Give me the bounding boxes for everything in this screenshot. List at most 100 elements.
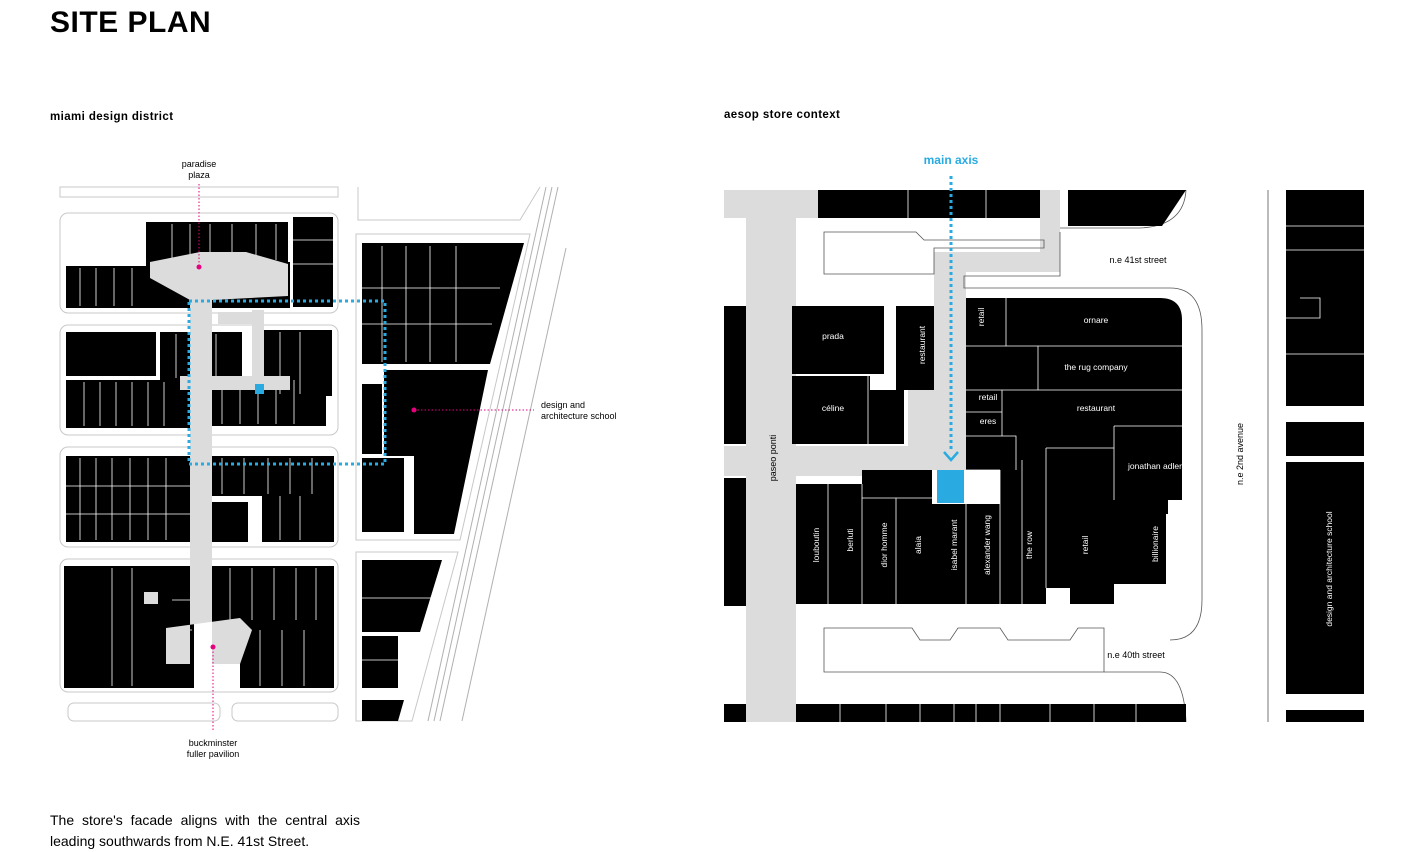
building-restaurant [896,306,934,390]
building [1286,190,1364,406]
label-retail-4: retail [1080,536,1090,555]
building [796,704,1186,722]
building [262,494,334,542]
main-axis-arrowhead [943,451,959,462]
building [724,306,746,444]
pavilion-point [210,644,216,650]
main-axis-plaza [870,252,1060,470]
label-alexander-wang: alexander wang [982,515,992,575]
building [240,620,334,688]
block-outline [355,233,531,541]
context-inset-frame [187,299,387,466]
label-prada: prada [822,331,844,341]
page-title: SITE PLAN [50,6,212,39]
railway-line [439,186,559,722]
building-design-school [1286,462,1364,694]
label-eres: eres [980,416,997,426]
plaza-path [144,592,158,604]
label-rug-company: the rug company [1064,362,1128,372]
building [362,700,404,721]
building [362,636,398,688]
right-map: main axis n.e 41st street n.e 40th stree… [724,153,1364,723]
block-outline [67,702,221,722]
plaza-path [180,376,290,390]
label-the-row: the row [1024,530,1034,559]
label-celine: céline [822,403,844,413]
label-design-school: design and architecture school [1324,511,1334,626]
railway-line [461,247,567,722]
label-school-2: architecture school [541,411,617,421]
building-billionaire [1126,500,1166,584]
lot-lines [66,458,313,540]
building [384,370,488,534]
plaza-path [218,312,256,324]
label-pavilion-2: fuller pavilion [187,749,240,759]
label-retail-2: retail [979,392,998,402]
caption: The store's facade aligns with the centr… [50,812,360,849]
railway-line [433,186,553,722]
building [66,332,156,376]
curb-outline [1060,189,1187,229]
building [1068,190,1186,226]
building [724,478,746,606]
label-ne-40th-street: n.e 40th street [1107,650,1165,660]
main-axis-label: main axis [924,153,979,167]
block-outline [355,551,459,722]
block-outline [59,186,339,198]
label-louboutin: louboutin [811,527,821,562]
label-restaurant-2: restaurant [1077,403,1116,413]
curb-outline [823,627,1105,673]
block-outline [231,702,339,722]
label-school-1: design and [541,400,585,410]
lot-lines [1286,225,1364,355]
plaza-path [1040,190,1060,252]
curb-outline [823,231,1045,275]
building [818,190,1040,218]
label-paradise-1: paradise [182,159,217,169]
label-ne-41st-street: n.e 41st street [1109,255,1167,265]
label-isabel-marant: isabel marant [949,519,959,571]
lot-lines [362,246,500,661]
label-alaia: alaia [913,536,923,554]
curb-outline [963,232,1203,641]
building [206,456,334,496]
building [362,243,524,364]
label-jonathan-adler: jonathan adler [1127,461,1182,471]
building [362,384,382,454]
label-ne-2nd-avenue: n.e 2nd avenue [1235,423,1245,485]
school-point [411,407,417,413]
right-map-subtitle: aesop store context [724,109,841,121]
label-restaurant-1: restaurant [917,325,927,364]
label-retail-3: retail [979,480,998,490]
aesop-store-marker-left [255,384,264,394]
lot-lines [867,190,1182,604]
building [1286,710,1364,722]
building [1286,422,1364,456]
label-pavilion-1: buckminster [189,738,238,748]
left-map-subtitle: miami design district [50,111,174,123]
building [66,456,190,542]
building-celine [792,376,904,444]
block-outline [357,186,541,221]
building [212,566,334,622]
plaza-spine [150,252,288,664]
label-dior-homme: dior homme [879,522,889,567]
building-prada [792,306,884,374]
label-paradise-2: plaza [188,170,210,180]
building [212,502,248,542]
lot-lines [79,224,333,306]
building-south-row [796,470,932,604]
building [362,458,404,532]
label-billionaire: billionaire [1150,526,1160,562]
lot-lines [827,460,1137,722]
building [293,217,333,307]
plaza-path [252,310,264,380]
label-ornare: ornare [1084,315,1109,325]
railway-line [427,186,547,722]
paradise-plaza-point [196,264,202,270]
lot-lines [111,568,317,686]
label-berluti: berluti [845,528,855,551]
label-retail-1: retail [976,308,986,327]
building [362,560,442,632]
